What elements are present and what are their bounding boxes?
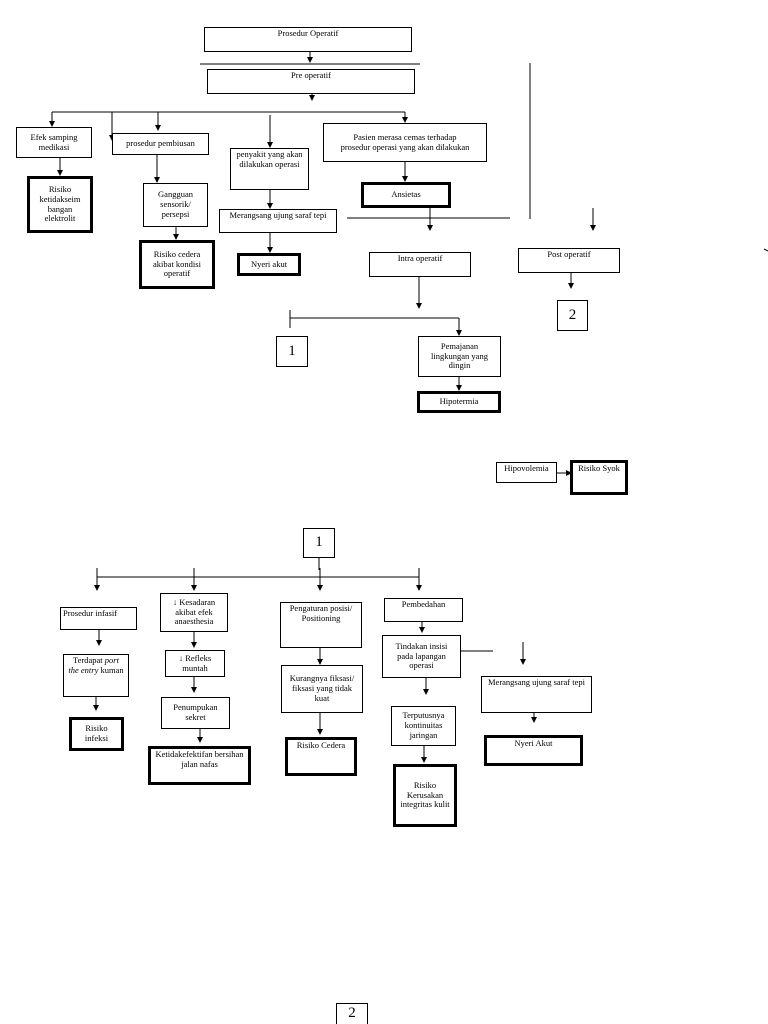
penumpukan-sekret-box: Penumpukan sekret xyxy=(161,697,230,729)
ref-label: 1 xyxy=(315,534,323,551)
post-operatif-box: Post operatif xyxy=(518,248,620,273)
node-label: ↓ Kesadaran akibat efek anaesthesia xyxy=(172,596,216,627)
connector-ref-2-bottom: 2 xyxy=(336,1003,368,1024)
node-label: Merangsang ujung saraf tepi xyxy=(229,210,327,220)
kuman-label: kuman xyxy=(98,664,124,675)
merangsang-saraf-box-1: Merangsang ujung saraf tepi xyxy=(219,209,337,233)
node-label: Pasien merasa cemas terhadap prosedur op… xyxy=(340,131,470,152)
node-label: Pembedahan xyxy=(401,599,446,609)
merangsang-saraf-box-2: Merangsang ujung saraf tepi xyxy=(481,676,592,713)
node-label: Nyeri akut xyxy=(250,258,288,269)
ref-label: 2 xyxy=(348,1005,356,1021)
risiko-ketidakseimbangan-box: Risiko ketidakseim bangan elektrolit xyxy=(27,176,93,233)
node-label: Merangsang ujung saraf tepi xyxy=(487,677,585,687)
node-label: Hipotermia xyxy=(439,396,479,407)
node-label: Pemajanan lingkungan yang dingin xyxy=(431,340,488,371)
node-label: Gangguan sensorik/ persepsi xyxy=(158,189,193,219)
efek-samping-box: Efek samping medikasi xyxy=(16,127,92,158)
node-label: Risiko infeksi xyxy=(84,723,109,743)
risiko-syok-box: Risiko Syok xyxy=(570,460,628,495)
hipotermia-box: Hipotermia xyxy=(417,391,501,413)
connector-ref-1-left: 1 xyxy=(276,336,308,367)
risiko-cedera-box: Risiko Cedera xyxy=(285,737,357,776)
node-label: Prosedur infasif xyxy=(63,608,118,618)
node-label: Terputusnya kontinuitas jaringan xyxy=(402,710,445,740)
node-label: Pre operatif xyxy=(291,70,331,80)
node-label: Ketidakefektifan bersihan jalan nafas xyxy=(155,749,244,769)
node-label: Intra operatif xyxy=(397,253,443,263)
refleks-muntah-box: ↓ Refleks muntah xyxy=(165,650,225,677)
hipovolemia-box: Hipovolemia xyxy=(496,462,557,483)
node-label: Kurangnya fiksasi/ fiksasi yang tidak ku… xyxy=(289,673,355,703)
node-label: penyakit yang akan dilakukan operasi xyxy=(236,149,303,169)
ansietas-box: Ansietas xyxy=(361,182,451,208)
node-label: Tindakan insisi pada lapangan operasi xyxy=(395,640,448,671)
ref-label: 2 xyxy=(568,306,577,323)
port-entry-label: port the entry xyxy=(68,655,119,675)
risiko-cedera-kondisi-box: Risiko cedera akibat kondisi operatif xyxy=(139,240,215,289)
node-label: Risiko Cedera xyxy=(296,740,346,750)
kurangnya-fiksasi-box: Kurangnya fiksasi/ fiksasi yang tidak ku… xyxy=(281,665,363,713)
connector-ref-1-header: 1 xyxy=(303,528,335,558)
nyeri-akut-box-1: Nyeri akut xyxy=(237,253,301,276)
prosedur-pembiusan-box: prosedur pembiusan xyxy=(112,133,209,155)
node-label: Pengaturan posisi/ Positioning xyxy=(289,603,353,623)
terdapat-label: Terdapat xyxy=(73,655,105,665)
pasien-cemas-box: Pasien merasa cemas terhadap prosedur op… xyxy=(323,123,487,162)
ref-label: 1 xyxy=(288,342,296,359)
tindakan-insisi-box: Tindakan insisi pada lapangan operasi xyxy=(382,635,461,678)
node-label: Penumpukan sekret xyxy=(173,702,218,722)
node-label: Post operatif xyxy=(547,249,591,259)
node-label: prosedur pembiusan xyxy=(126,138,195,149)
node-label: Ansietas xyxy=(391,189,421,200)
connector-ref-2-top: 2 xyxy=(557,300,588,331)
node-label: Nyeri Akut xyxy=(514,738,553,748)
nyeri-akut-box-2: Nyeri Akut xyxy=(484,735,583,766)
pengaturan-posisi-box: Pengaturan posisi/ Positioning xyxy=(280,602,362,648)
penyakit-box: penyakit yang akan dilakukan operasi xyxy=(230,148,309,190)
node-label: Risiko ketidakseim bangan elektrolit xyxy=(39,183,81,224)
pemajanan-box: Pemajanan lingkungan yang dingin xyxy=(418,336,501,377)
risiko-infeksi-box: Risiko infeksi xyxy=(69,717,124,751)
gangguan-sensorik-box: Gangguan sensorik/ persepsi xyxy=(143,183,208,227)
pembedahan-box: Pembedahan xyxy=(384,598,463,622)
node-label: Prosedur Operatif xyxy=(277,28,339,38)
node-label: Risiko cedera akibat kondisi operatif xyxy=(153,248,201,279)
risiko-kerusakan-box: Risiko Kerusakan integritas kulit xyxy=(393,764,457,827)
kesadaran-box: ↓ Kesadaran akibat efek anaesthesia xyxy=(160,593,228,632)
node-label: Efek samping medikasi xyxy=(30,131,78,152)
node-label: Hipovolemia xyxy=(504,463,549,473)
node-label: ↓ Refleks muntah xyxy=(178,652,212,673)
pre-operatif-box: Pre operatif xyxy=(207,69,415,94)
terputusnya-box: Terputusnya kontinuitas jaringan xyxy=(391,706,456,746)
node-label: Risiko Syok xyxy=(578,463,620,473)
intra-operatif-box: Intra operatif xyxy=(369,252,471,277)
node-label: Risiko Kerusakan integritas kulit xyxy=(400,779,450,810)
ketidakefektifan-box: Ketidakefektifan bersihan jalan nafas xyxy=(148,746,251,785)
prosedur-operatif-box: Prosedur Operatif xyxy=(204,27,412,52)
terdapat-port-entry-box: Terdapat port the entry kuman xyxy=(63,654,129,697)
prosedur-infasif-box: Prosedur infasif xyxy=(60,607,137,630)
